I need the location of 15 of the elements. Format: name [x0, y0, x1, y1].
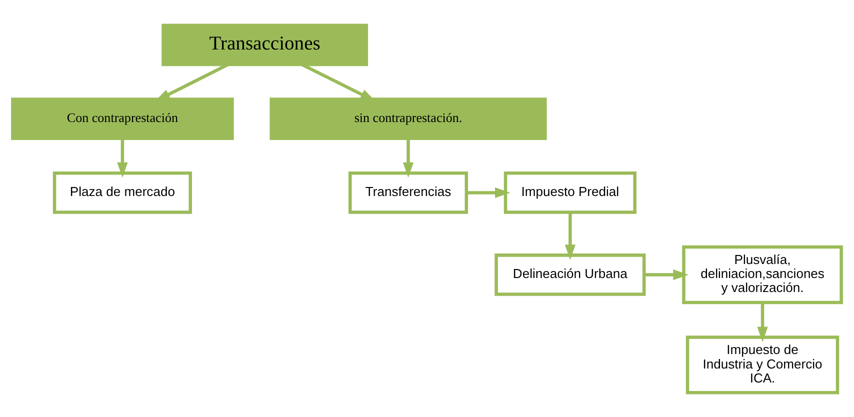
- arrow: [757, 302, 768, 342]
- node-box: Plaza de mercado: [52, 171, 192, 214]
- node-box: Impuesto de Industria y Comercio ICA.: [686, 335, 840, 394]
- arrow: [564, 212, 576, 260]
- node-box: sin contraprestación.: [270, 97, 547, 140]
- node-box: Plusvalía, deliniacion,sanciones y valorización.: [682, 244, 843, 304]
- node-box: Con contraprestación: [11, 97, 234, 140]
- node-box: Transacciones: [162, 23, 368, 66]
- node-box: Impuesto Predial: [504, 171, 636, 214]
- arrow: [466, 186, 510, 198]
- arrow: [644, 268, 688, 280]
- arrow: [117, 138, 128, 178]
- node-box: Delineación Urbana: [494, 253, 646, 296]
- arrow: [402, 138, 414, 178]
- node-box: Transferencias: [348, 171, 468, 214]
